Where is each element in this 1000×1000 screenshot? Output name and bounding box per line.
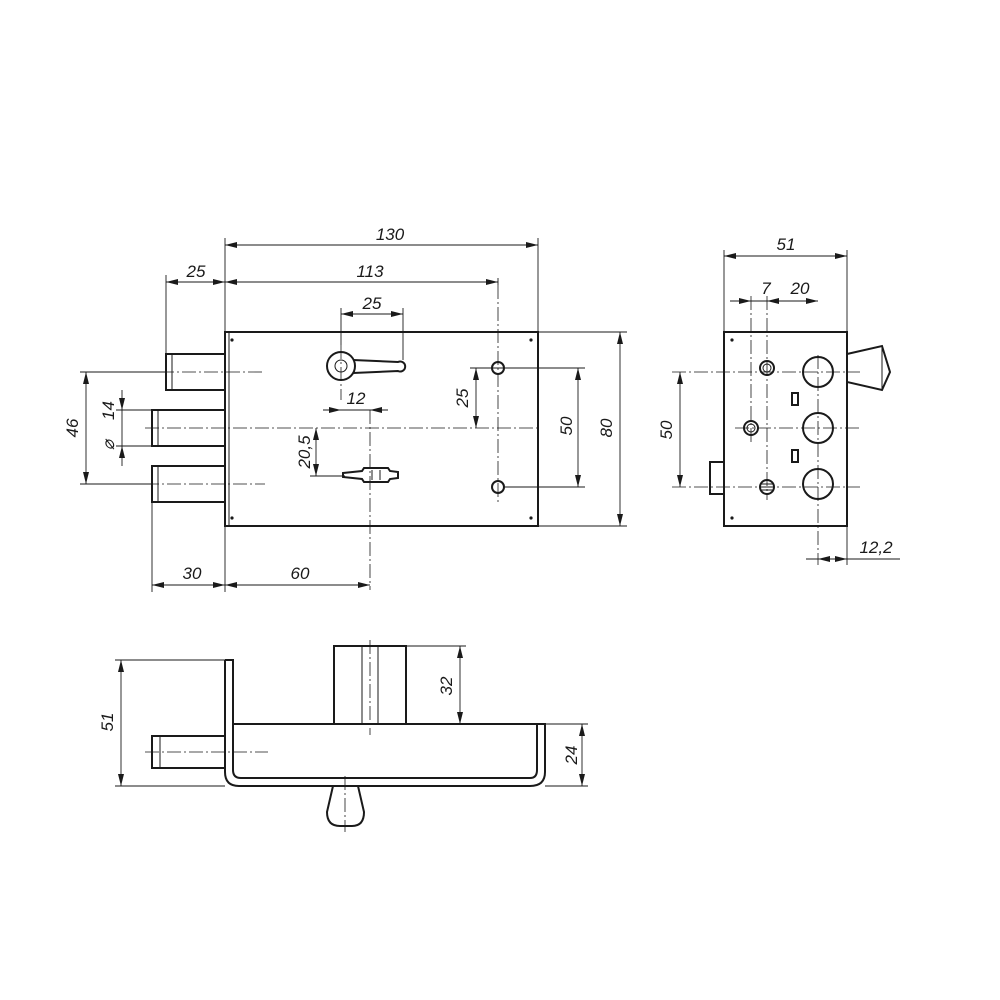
arrow <box>739 298 751 304</box>
keyhole <box>342 467 399 483</box>
dim-bolt-offset: 20 <box>790 279 810 298</box>
thumb-knob <box>846 344 892 392</box>
dim-bolt-diameter: 14 <box>99 401 118 420</box>
dim-side-depth: 51 <box>777 235 796 254</box>
dim-knob-offset: 12,2 <box>859 538 893 557</box>
arrow <box>370 407 382 413</box>
diameter-symbol: ⌀ <box>99 438 118 450</box>
dim-body-length: 113 <box>356 262 384 281</box>
arrow <box>358 582 370 588</box>
arrow <box>575 475 581 487</box>
arrow <box>313 464 319 476</box>
corner-dot <box>230 516 234 520</box>
arrow <box>213 582 225 588</box>
dim-bolt-protrusion-bottom: 30 <box>183 564 202 583</box>
side-view: 51 7 20 50 12,2 <box>657 235 900 565</box>
dim-body-height: 80 <box>597 418 616 437</box>
arrow <box>391 311 403 317</box>
side-tab <box>709 461 725 495</box>
arrow <box>457 646 463 658</box>
arrow <box>225 242 237 248</box>
arrow <box>835 556 847 562</box>
dim-bolt-protrusion-top: 25 <box>186 262 206 281</box>
arrow <box>166 279 178 285</box>
slot <box>791 392 799 406</box>
dim-cylinder-height: 32 <box>437 676 456 695</box>
arrow <box>118 660 124 672</box>
faceplate-profile <box>224 660 546 787</box>
arrow <box>213 279 225 285</box>
arrow <box>835 253 847 259</box>
case-profile <box>225 659 538 779</box>
arrow <box>579 724 585 736</box>
dim-keyhole-height: 20,5 <box>295 435 314 470</box>
arrow <box>329 407 341 413</box>
arrow <box>118 774 124 786</box>
dim-hole-spacing-small: 25 <box>453 388 472 408</box>
arrow <box>617 332 623 344</box>
dim-side-bolt-spacing: 50 <box>657 420 676 439</box>
arrow <box>724 253 736 259</box>
arrow <box>457 712 463 724</box>
arrow <box>83 472 89 484</box>
arrow <box>806 298 818 304</box>
key-slot <box>352 359 407 374</box>
dim-backset: 60 <box>291 564 310 583</box>
dim-top-depth: 51 <box>98 713 117 732</box>
arrow <box>617 514 623 526</box>
arrow <box>83 372 89 384</box>
dim-case-thickness: 24 <box>562 746 581 766</box>
arrow <box>473 368 479 380</box>
corner-dot <box>730 338 734 342</box>
corner-dot <box>529 338 533 342</box>
arrow <box>526 242 538 248</box>
front-view: 130 113 25 25 12 20,5 <box>63 225 627 592</box>
top-thumb-knob <box>325 785 366 827</box>
arrow <box>225 279 237 285</box>
corner-dot <box>230 338 234 342</box>
arrow <box>575 368 581 380</box>
corner-dot <box>529 516 533 520</box>
top-view: 51 32 24 <box>98 640 588 832</box>
arrow <box>152 582 164 588</box>
dim-overall-length: 130 <box>376 225 405 244</box>
corner-dot <box>730 516 734 520</box>
arrow <box>225 582 237 588</box>
arrow <box>677 372 683 384</box>
dim-hole-spacing: 50 <box>557 416 576 435</box>
arrow <box>677 475 683 487</box>
dim-bolt-span: 46 <box>63 418 82 437</box>
arrow <box>119 446 125 458</box>
dim-screw-offset: 7 <box>761 279 771 298</box>
slot <box>791 449 799 463</box>
arrow <box>341 311 353 317</box>
arrow <box>473 416 479 428</box>
dim-key-spacing: 25 <box>362 294 382 313</box>
arrow <box>579 774 585 786</box>
arrow <box>313 428 319 440</box>
arrow <box>818 556 830 562</box>
arrow <box>119 398 125 410</box>
dim-keyhole-offset: 12 <box>347 389 366 408</box>
arrow <box>486 279 498 285</box>
